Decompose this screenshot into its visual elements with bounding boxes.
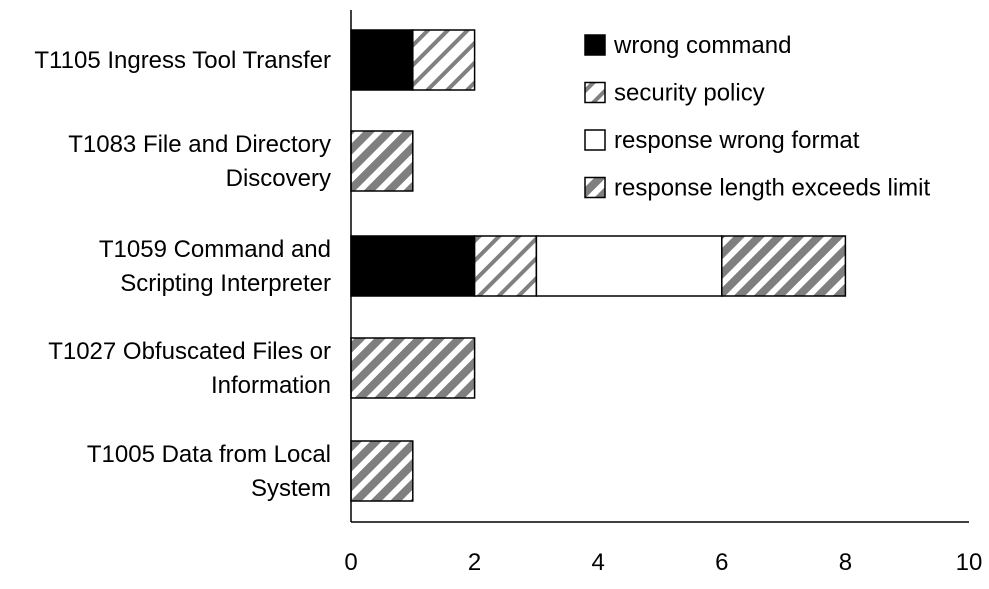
category-label-line: T1059 Command and — [99, 236, 331, 263]
x-tick-label: 6 — [715, 549, 728, 576]
legend-label: response wrong format — [614, 127, 860, 154]
category-label: T1105 Ingress Tool Transfer — [34, 47, 331, 74]
x-tick-label: 0 — [344, 549, 357, 576]
category-label-line: T1083 File and Directory — [68, 131, 331, 158]
bar-segment-response-length-exceeds-limit — [721, 235, 847, 297]
legend-swatch — [584, 129, 606, 151]
labels-layer: 0 2 4 6 8 10 T1105 Ingress Tool TransferT1083 … — [34, 47, 982, 576]
bar-segment-security-policy — [473, 235, 538, 297]
legend-label: security policy — [614, 80, 765, 107]
category-label-line: Discovery — [226, 165, 331, 192]
legend-label: response length exceeds limit — [614, 175, 931, 202]
legend-swatch — [584, 176, 606, 199]
x-tick-label: 4 — [592, 549, 605, 576]
bars-layer — [350, 29, 847, 502]
bar-segment-wrong-command — [350, 29, 414, 91]
bar-segment-response-length-exceeds-limit — [350, 337, 476, 399]
legend-item-response-length-exceeds-limit: response length exceeds limit — [584, 175, 931, 202]
bar-segment-wrong-command — [350, 235, 476, 297]
x-tick-label: 2 — [468, 549, 481, 576]
legend-label: wrong command — [613, 32, 791, 59]
category-label-line: System — [251, 475, 331, 502]
x-tick-label: 10 — [956, 549, 983, 576]
legend-swatch — [584, 81, 606, 104]
bar-segment-response-wrong-format — [535, 235, 723, 297]
category-label-line: T1005 Data from Local — [87, 441, 331, 468]
bar-segment-response-length-exceeds-limit — [350, 440, 414, 502]
x-tick-label: 8 — [839, 549, 852, 576]
category-label-line: Information — [211, 372, 331, 399]
category-label-line: T1105 Ingress Tool Transfer — [34, 47, 331, 74]
bar-segment-security-policy — [412, 29, 476, 91]
legend: wrong command security policy response wro… — [584, 32, 931, 202]
legend-swatch — [584, 34, 606, 56]
legend-item-response-wrong-format: response wrong format — [584, 127, 860, 154]
category-label: T1027 Obfuscated Files or Information — [48, 338, 331, 399]
axes-layer — [350, 10, 969, 523]
legend-item-security-policy: security policy — [584, 80, 765, 107]
category-label-line: T1027 Obfuscated Files or — [48, 338, 331, 365]
category-label-line: Scripting Interpreter — [120, 270, 331, 297]
legend-item-wrong-command: wrong command — [584, 32, 791, 59]
bar-segment-response-length-exceeds-limit — [350, 130, 414, 192]
